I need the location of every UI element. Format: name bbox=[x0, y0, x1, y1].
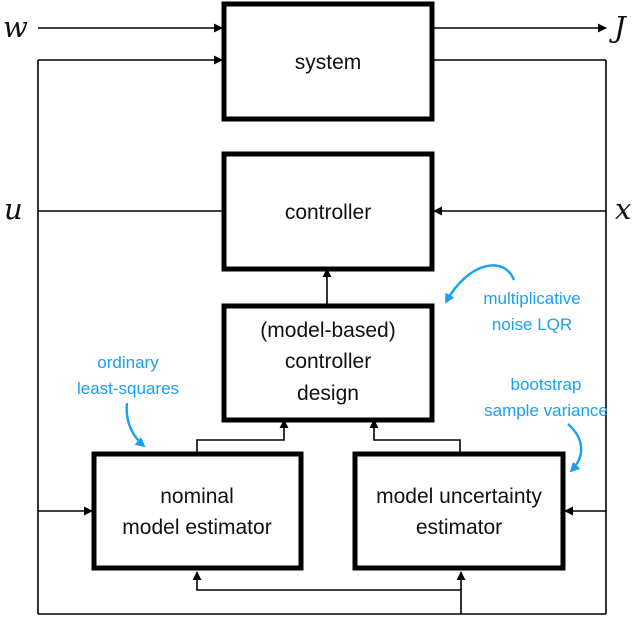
note-ordinary-arrow bbox=[125, 402, 146, 448]
signal-x: x bbox=[615, 192, 631, 226]
note-bootstrap-line1: bootstrap bbox=[511, 375, 582, 394]
design-label-line1: (model-based) bbox=[260, 319, 395, 342]
note-multiplicative-line1: multiplicative bbox=[483, 289, 580, 308]
note-multiplicative-line2: noise LQR bbox=[492, 315, 572, 334]
signal-w: w bbox=[3, 10, 28, 44]
note-ordinary-line2: least-squares bbox=[77, 379, 179, 398]
system-label: system bbox=[295, 51, 362, 74]
wires bbox=[37, 23, 607, 615]
design-label-line2: controller bbox=[285, 350, 371, 373]
system-block bbox=[221, 1, 435, 122]
design-label-line3: design bbox=[297, 382, 359, 405]
uncertainty-label-line1: model uncertainty bbox=[376, 485, 542, 508]
nominal-estimator-block bbox=[91, 451, 304, 571]
signal-J: J bbox=[609, 10, 627, 44]
wire-uncertainty-to-design bbox=[369, 419, 461, 452]
note-bootstrap-line2: sample variance bbox=[484, 401, 608, 420]
note-ordinary-line1: ordinary bbox=[97, 353, 159, 372]
note-bootstrap-arrow bbox=[567, 423, 583, 473]
controller-design-block bbox=[221, 303, 435, 423]
controller-label: controller bbox=[285, 201, 371, 224]
note-multiplicative-arrow bbox=[444, 264, 516, 304]
uncertainty-estimator-block bbox=[352, 451, 566, 571]
nominal-label-line1: nominal bbox=[160, 485, 234, 508]
uncertainty-label-line2: estimator bbox=[416, 516, 502, 539]
controller-block bbox=[221, 151, 435, 272]
nominal-label-line2: model estimator bbox=[122, 516, 271, 539]
wire-nominal-to-design bbox=[196, 419, 289, 452]
wire-bus-to-nominal bbox=[192, 571, 462, 614]
signal-u: u bbox=[4, 192, 23, 226]
